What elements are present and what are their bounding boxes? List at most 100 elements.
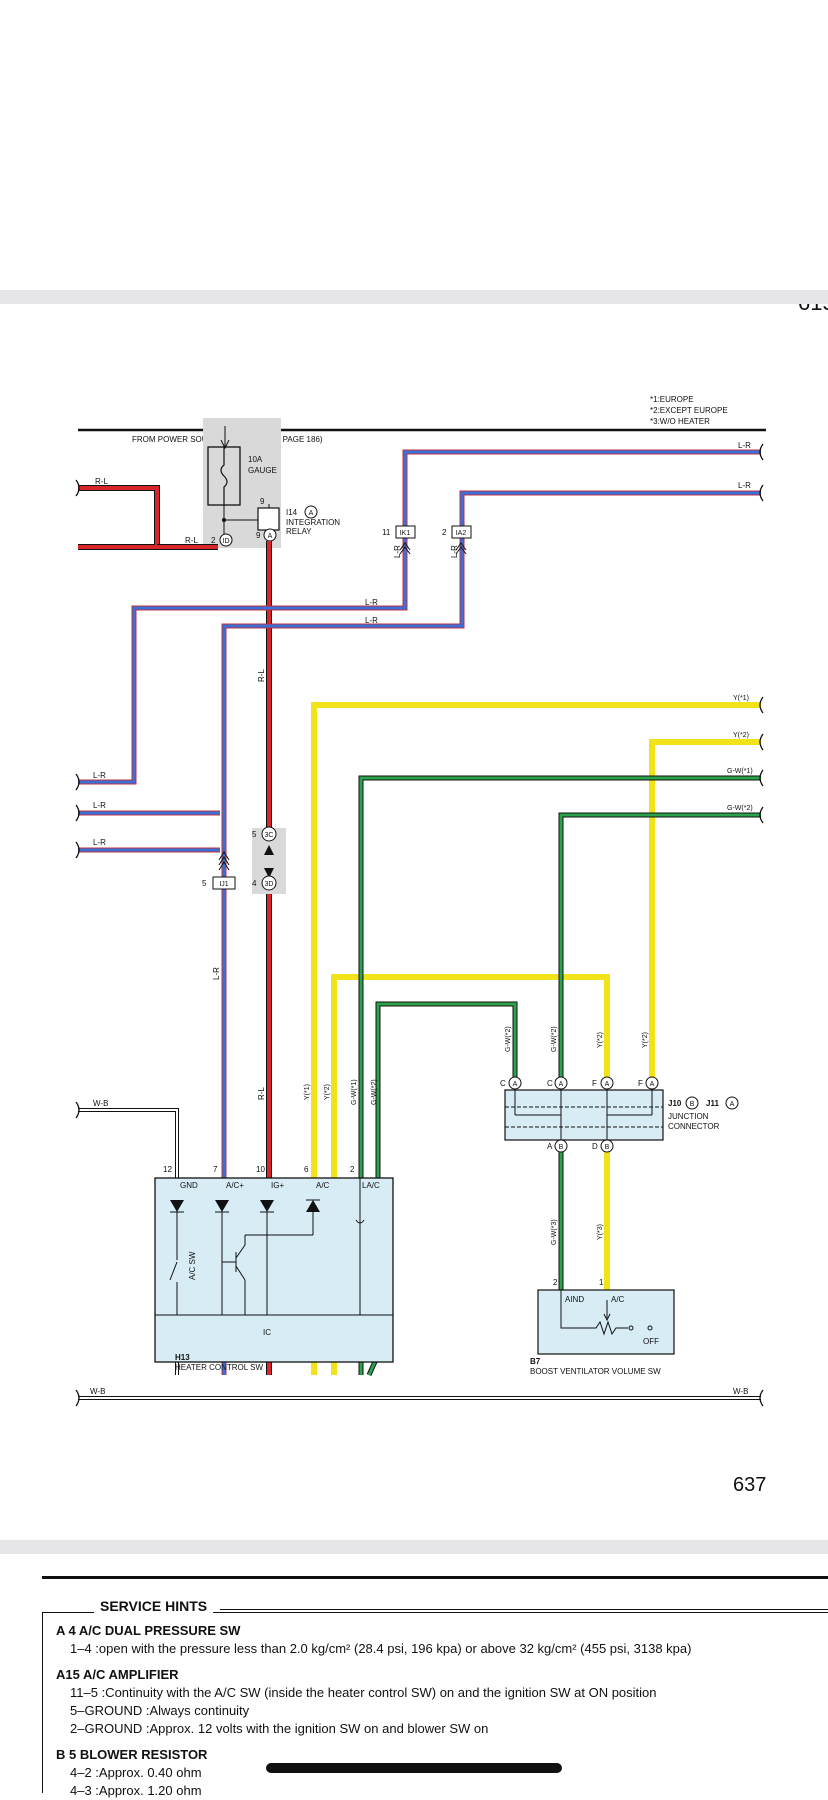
junction-top-circle-3: A bbox=[605, 1081, 610, 1088]
junction-name-1: JUNCTION bbox=[668, 1112, 709, 1121]
hint-line: 4–2 :Approx. 0.40 ohm bbox=[70, 1765, 202, 1780]
label-y2-center: Y(*2) bbox=[324, 1084, 331, 1100]
boost-off-label: OFF bbox=[643, 1337, 659, 1346]
label-lr-9: L-R bbox=[93, 838, 106, 847]
label-lr-7: L-R bbox=[93, 771, 106, 780]
junction-code-1: J10 bbox=[668, 1099, 682, 1108]
fuse-pin-circle: ID bbox=[223, 538, 230, 545]
boost-terminal-aind: AIND bbox=[565, 1295, 584, 1304]
heater-pin-5: 2 bbox=[350, 1165, 355, 1174]
relay-code: I14 bbox=[286, 508, 298, 517]
relay-pin-circle: A bbox=[268, 533, 273, 540]
service-hints-box bbox=[42, 1612, 828, 1793]
junction-top-letter-3: F bbox=[592, 1079, 597, 1088]
hint-line: 5–GROUND :Always continuity bbox=[70, 1703, 250, 1718]
connector-ij1-pin: 5 bbox=[202, 879, 207, 888]
junction-bottom-letter-1: A bbox=[547, 1142, 553, 1151]
heater-terminal-ig: IG+ bbox=[271, 1181, 284, 1190]
connector-ij1: IJ1 bbox=[219, 881, 228, 888]
label-lr-6: L-R bbox=[365, 616, 378, 625]
label-gw2-center: G-W(*2) bbox=[371, 1079, 378, 1105]
junction-top-circle-4: A bbox=[650, 1081, 655, 1088]
heater-terminal-ac: A/C bbox=[316, 1181, 330, 1190]
connector-3c: 3C bbox=[265, 832, 274, 839]
note-2: *2:EXCEPT EUROPE bbox=[650, 406, 728, 415]
heater-ac-switch-label: A/C SW bbox=[188, 1251, 197, 1280]
relay-pin-top: 9 bbox=[260, 497, 265, 506]
label-y1-right: Y(*1) bbox=[733, 695, 749, 702]
junction-bottom-letter-2: D bbox=[592, 1142, 598, 1151]
hint-section-a15: A15 A/C AMPLIFIER 11–5 :Continuity with … bbox=[56, 1666, 657, 1738]
wire-yellow bbox=[311, 702, 761, 1375]
label-rl-4: R-L bbox=[257, 1087, 266, 1100]
connector-ik1-pin: 11 bbox=[382, 528, 391, 537]
relay-code-circle: A bbox=[309, 510, 314, 517]
hint-section-a4: A 4 A/C DUAL PRESSURE SW 1–4 :open with … bbox=[56, 1622, 691, 1658]
junction-bottom-circle-1: B bbox=[559, 1144, 564, 1151]
diode-icon bbox=[170, 1199, 320, 1213]
label-lr-10: L-R bbox=[212, 967, 221, 980]
heater-code: H13 bbox=[175, 1353, 190, 1362]
label-wb-2: W-B bbox=[90, 1387, 105, 1396]
label-lr-4: L-R bbox=[450, 545, 459, 558]
heater-terminal-acplus: A/C+ bbox=[226, 1181, 244, 1190]
wire-end-icon bbox=[75, 443, 764, 1407]
label-y3: Y(*3) bbox=[597, 1224, 604, 1240]
chevron-icon bbox=[218, 851, 230, 871]
wire-rl-left bbox=[78, 485, 218, 550]
relay-name-1: INTEGRATION bbox=[286, 518, 340, 527]
boost-name: BOOST VENTILATOR VOLUME SW bbox=[530, 1367, 661, 1376]
label-rl-1: R-L bbox=[95, 477, 108, 486]
relay-pin-bottom: 9 bbox=[256, 531, 261, 540]
heater-terminal-lac: LA/C bbox=[362, 1181, 380, 1190]
label-lr-2: L-R bbox=[738, 481, 751, 490]
label-y2-right: Y(*2) bbox=[733, 732, 749, 739]
label-wb-3: W-B bbox=[733, 1387, 748, 1396]
heater-pin-2: 7 bbox=[213, 1165, 218, 1174]
junction-name-2: CONNECTOR bbox=[668, 1122, 720, 1131]
page-divider-top bbox=[0, 290, 828, 304]
hint-line: 4–3 :Approx. 1.20 ohm bbox=[70, 1783, 202, 1798]
connector-ia2-pin: 2 bbox=[442, 528, 447, 537]
connector-3d: 3D bbox=[265, 881, 274, 888]
connector-ia2: IA2 bbox=[456, 530, 467, 537]
wiring-diagram: *1:EUROPE *2:EXCEPT EUROPE *3:W/O HEATER… bbox=[75, 395, 766, 1407]
label-gw1-center: G-W(*1) bbox=[351, 1079, 358, 1105]
hint-heading: A 4 A/C DUAL PRESSURE SW bbox=[56, 1623, 241, 1638]
relay-name-2: RELAY bbox=[286, 527, 312, 536]
junction-code-2-circle: A bbox=[730, 1101, 735, 1108]
potentiometer-icon bbox=[560, 1290, 653, 1336]
label-rl-3: R-L bbox=[257, 669, 266, 682]
note-1: *1:EUROPE bbox=[650, 395, 694, 404]
label-lr-3: L-R bbox=[393, 545, 402, 558]
hints-top-rule bbox=[42, 1576, 828, 1579]
junction-code-1-circle: B bbox=[690, 1101, 695, 1108]
label-rl-2: R-L bbox=[185, 536, 198, 545]
wire-lr-upper bbox=[78, 449, 761, 1375]
hint-heading: A15 A/C AMPLIFIER bbox=[56, 1667, 179, 1682]
junction-top-circle-2: A bbox=[559, 1081, 564, 1088]
connector-arrow-icon bbox=[264, 845, 274, 878]
connector-3c-pin: 5 bbox=[252, 830, 257, 839]
label-gw3: G-W(*3) bbox=[551, 1219, 558, 1245]
label-gw2-right: G-W(*2) bbox=[727, 805, 753, 812]
home-indicator[interactable] bbox=[266, 1763, 562, 1773]
boost-pin-1: 2 bbox=[553, 1278, 558, 1287]
label-lr-1: L-R bbox=[738, 441, 751, 450]
label-gw2-junction-2: G-W(*2) bbox=[551, 1026, 558, 1052]
label-gw2-junction-1: G-W(*2) bbox=[505, 1026, 512, 1052]
note-3: *3:W/O HEATER bbox=[650, 417, 710, 426]
hint-line: 11–5 :Continuity with the A/C SW (inside… bbox=[70, 1685, 657, 1700]
junction-bottom-circle-2: B bbox=[605, 1144, 610, 1151]
fuse-name: GAUGE bbox=[248, 466, 277, 475]
hint-line: 1–4 :open with the pressure less than 2.… bbox=[70, 1641, 692, 1656]
heater-pin-4: 6 bbox=[304, 1165, 309, 1174]
heater-pin-1: 12 bbox=[163, 1165, 172, 1174]
label-lr-5: L-R bbox=[365, 598, 378, 607]
label-wb-1: W-B bbox=[93, 1099, 108, 1108]
page-number-bottom: 637 bbox=[733, 1474, 767, 1496]
label-y2-junction-1: Y(*2) bbox=[597, 1032, 604, 1048]
connector-ik1: IK1 bbox=[400, 530, 411, 537]
junction-code-2: J11 bbox=[706, 1099, 719, 1108]
heater-pin-3: 10 bbox=[256, 1165, 265, 1174]
